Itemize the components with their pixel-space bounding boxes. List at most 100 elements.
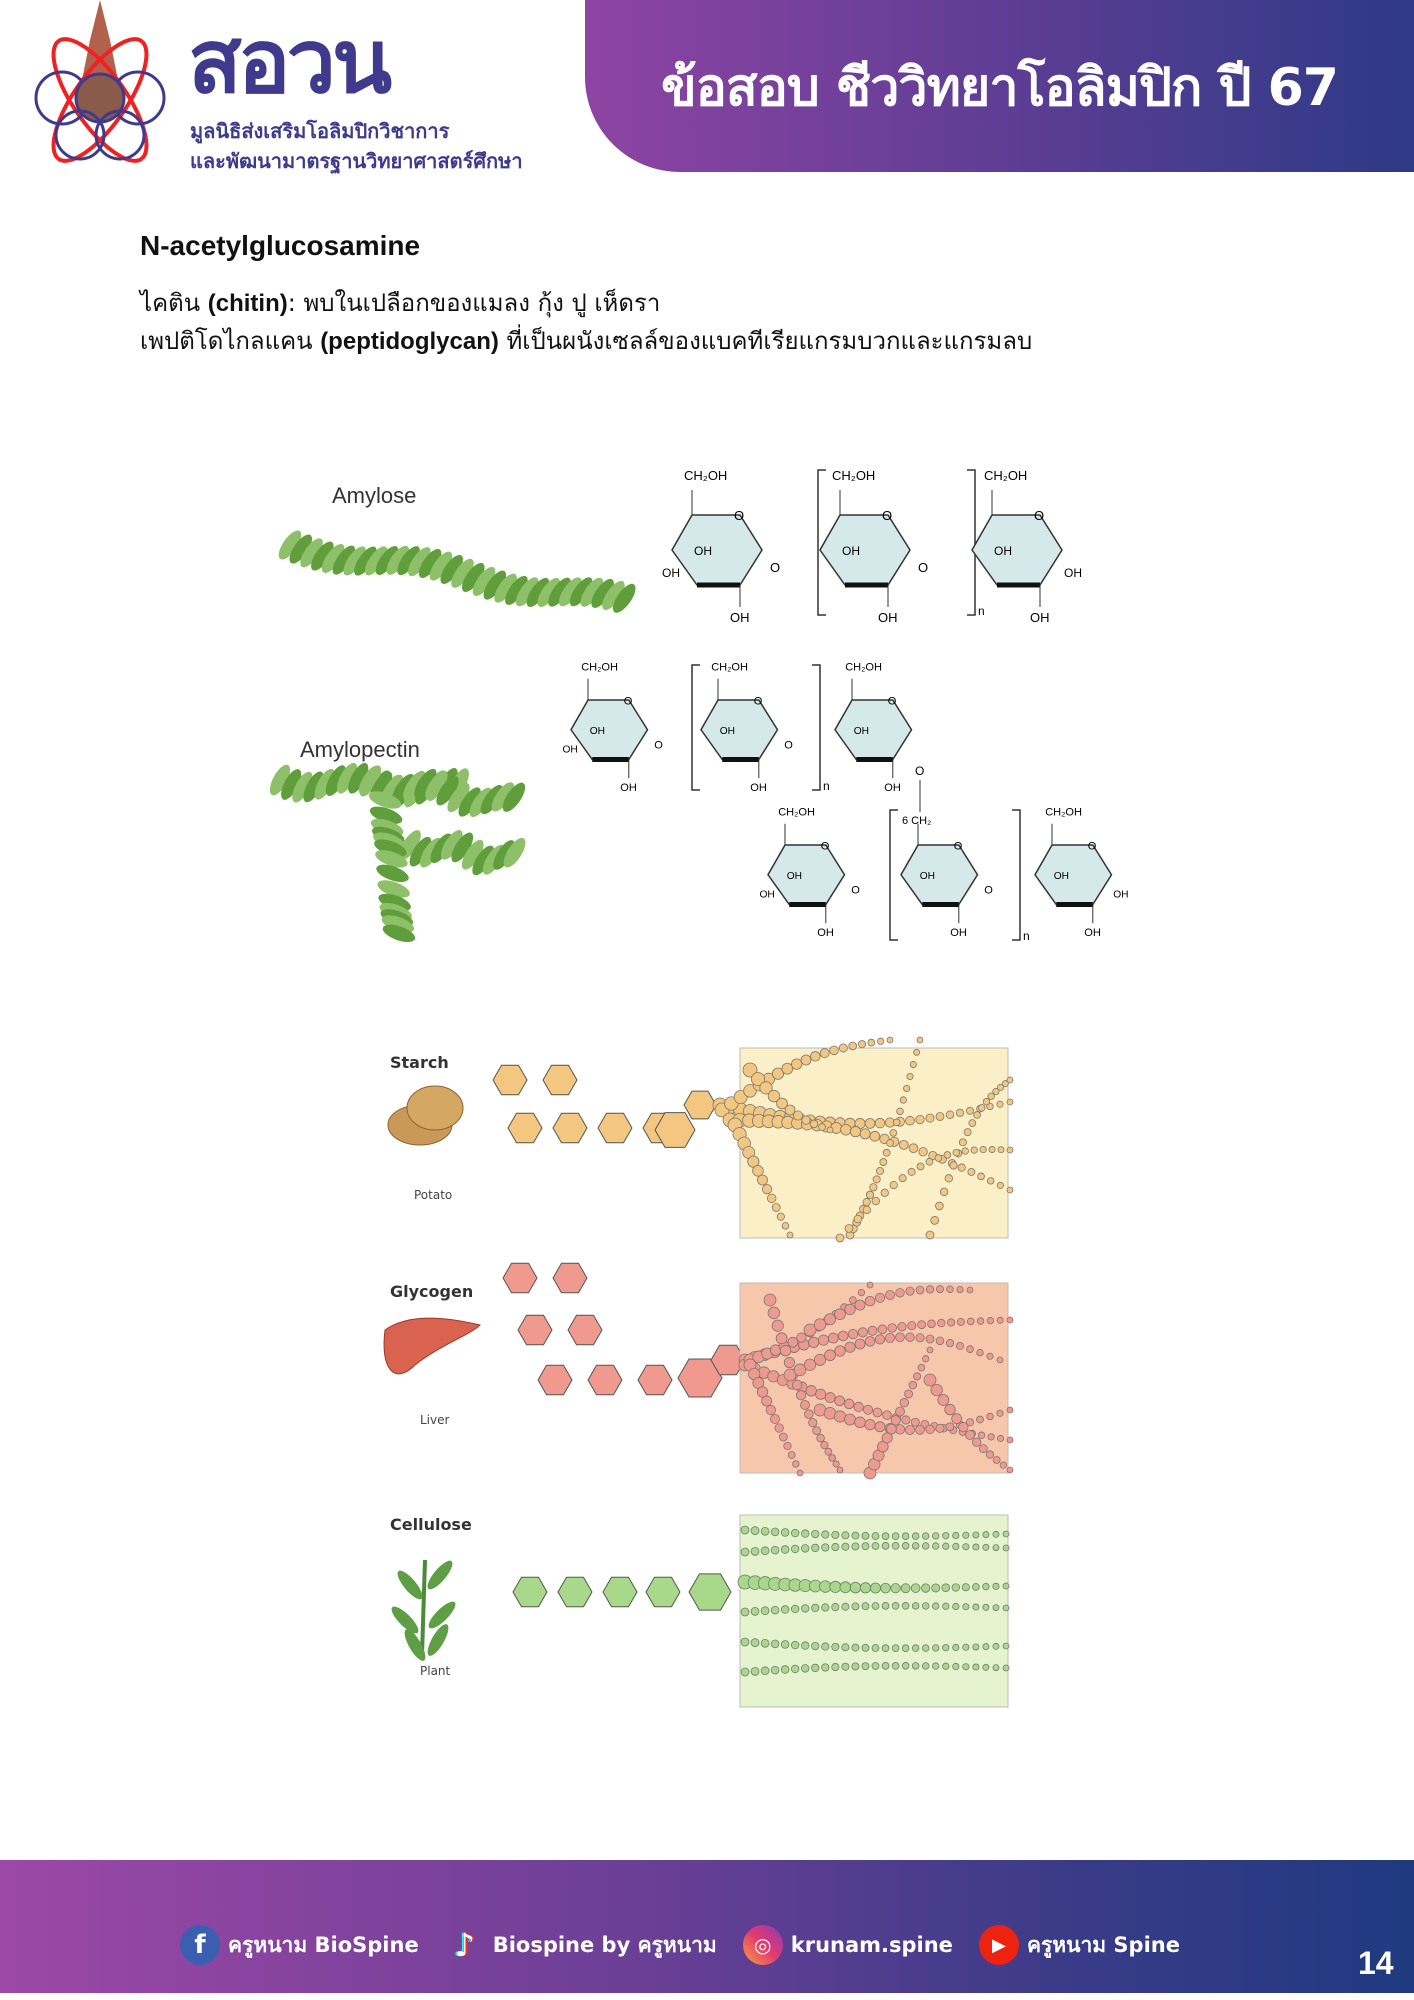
logo-subtitle-line1: มูลนิธิส่งเสริมโอลิมปิกวิชาการ (190, 119, 450, 143)
glucose-unit (792, 1110, 803, 1121)
oh-label: OH (878, 610, 898, 625)
potato-label: Potato (414, 1188, 453, 1202)
helix-turn (451, 832, 474, 863)
glucose-unit (1006, 1146, 1014, 1154)
helix-turn (376, 864, 409, 882)
glucose-hexagon (645, 1576, 681, 1608)
glucose-unit (937, 1318, 946, 1328)
glucose-unit (801, 1115, 811, 1125)
organization-logo-emblem (20, 0, 180, 178)
glucose-unit (880, 1582, 891, 1594)
glucose-unit (778, 1432, 788, 1442)
social-links: f ครูหนาม BioSpine ♪ Biospine by ครูหนาม… (100, 1925, 1260, 1965)
helix-turn (429, 551, 453, 581)
glucose-unit (844, 1341, 856, 1353)
glucose-unit (968, 1119, 977, 1127)
liver-label: Liver (420, 1413, 450, 1427)
ring-shape (971, 514, 1063, 586)
glucose-unit (976, 1348, 984, 1357)
glucose-unit (972, 1437, 982, 1447)
glucose-unit (1006, 1098, 1014, 1106)
glucose-unit (861, 1662, 870, 1671)
glucose-unit (743, 1084, 757, 1098)
glucose-unit (996, 1316, 1004, 1324)
glucose-unit (951, 1413, 963, 1425)
facebook-label: ครูหนาม BioSpine (228, 1932, 419, 1957)
glucose-unit (917, 1320, 927, 1330)
glucose-unit (913, 1048, 921, 1056)
glucose-unit (956, 1317, 965, 1326)
helix-turn (409, 836, 432, 867)
glucose-unit (770, 1414, 780, 1424)
footer-banner (0, 1860, 1414, 1993)
glucose-unit (891, 1661, 900, 1670)
glucose-unit (803, 1323, 817, 1337)
glucose-unit (859, 1582, 872, 1594)
helix-turn (515, 577, 539, 607)
instagram-link[interactable]: ◎ krunam.spine (742, 1925, 953, 1965)
glucose-unit (899, 1096, 907, 1104)
oh-label: OH (730, 610, 750, 625)
glucose-unit (870, 1582, 881, 1594)
bracket-right (812, 664, 821, 791)
glycosidic-oxygen-label: O (784, 739, 793, 751)
glucose-unit (999, 1461, 1007, 1469)
glucose-unit (828, 1454, 836, 1462)
glucose-unit (750, 1072, 765, 1087)
liver-icon (383, 1317, 481, 1375)
glucose-unit (770, 1665, 780, 1675)
glucose-unit (941, 1583, 951, 1593)
helix-turn (483, 570, 507, 600)
cellulose-chain (740, 1637, 1010, 1653)
glucose-unit (1006, 1076, 1014, 1084)
glucose-unit (871, 1542, 880, 1550)
glucose-unit (864, 1295, 876, 1307)
glucose-unit (843, 1398, 855, 1410)
ring-oxygen-label: O (754, 695, 763, 707)
glucose-unit (844, 1303, 856, 1316)
glucose-unit (781, 1062, 794, 1075)
youtube-link[interactable]: ▶ ครูหนาม Spine (978, 1925, 1180, 1965)
glucose-hexagon (537, 1364, 573, 1396)
helix-turn (461, 839, 484, 870)
glucose-unit (808, 1418, 818, 1428)
tiktok-link[interactable]: ♪ Biospine by ครูหนาม (445, 1925, 716, 1965)
glucose-unit (934, 1154, 943, 1162)
oh-label: OH (884, 782, 901, 794)
glucose-hexagon (517, 1314, 553, 1346)
helix-turn (505, 575, 528, 605)
glycogen-chain (863, 1346, 934, 1480)
helix-turn (418, 548, 442, 578)
text: ไคติน (140, 289, 208, 317)
glucose-unit (922, 1355, 930, 1363)
repeat-n-label: n (823, 779, 830, 793)
glycogen-chain (783, 1332, 1004, 1382)
large-hexagon (677, 1358, 723, 1398)
ch2oh-label: CH₂OH (684, 468, 727, 483)
glucose-unit (805, 1385, 817, 1397)
glucose-unit (853, 1401, 864, 1413)
glucose-unit (801, 1664, 810, 1673)
glucose-unit (885, 1332, 895, 1343)
facebook-link[interactable]: f ครูหนาม BioSpine (180, 1925, 419, 1965)
large-hexagon (654, 1112, 696, 1148)
peptidoglycan-line: เพปติโดไกลแคน (peptidoglycan) ที่เป็นผนั… (140, 326, 1032, 357)
helix-turn (382, 924, 416, 943)
helix-turn (336, 762, 358, 794)
glucose-unit (897, 1322, 907, 1332)
glucose-unit (750, 1638, 760, 1647)
glucose-unit (740, 1525, 750, 1535)
helix-turn (369, 806, 403, 824)
glucose-hexagon (512, 1576, 548, 1608)
glucose-unit (838, 1043, 848, 1053)
glucose-unit (804, 1409, 814, 1419)
glucose-unit (961, 1147, 969, 1155)
instagram-icon: ◎ (742, 1925, 783, 1965)
glucose-unit (808, 1336, 820, 1348)
glucose-unit (982, 1582, 990, 1591)
glucose-unit (750, 1526, 760, 1535)
glucose-unit (951, 1583, 960, 1592)
glucose-unit (791, 1058, 803, 1070)
glucose-unit (1006, 1316, 1014, 1324)
ring-shape (900, 844, 979, 906)
